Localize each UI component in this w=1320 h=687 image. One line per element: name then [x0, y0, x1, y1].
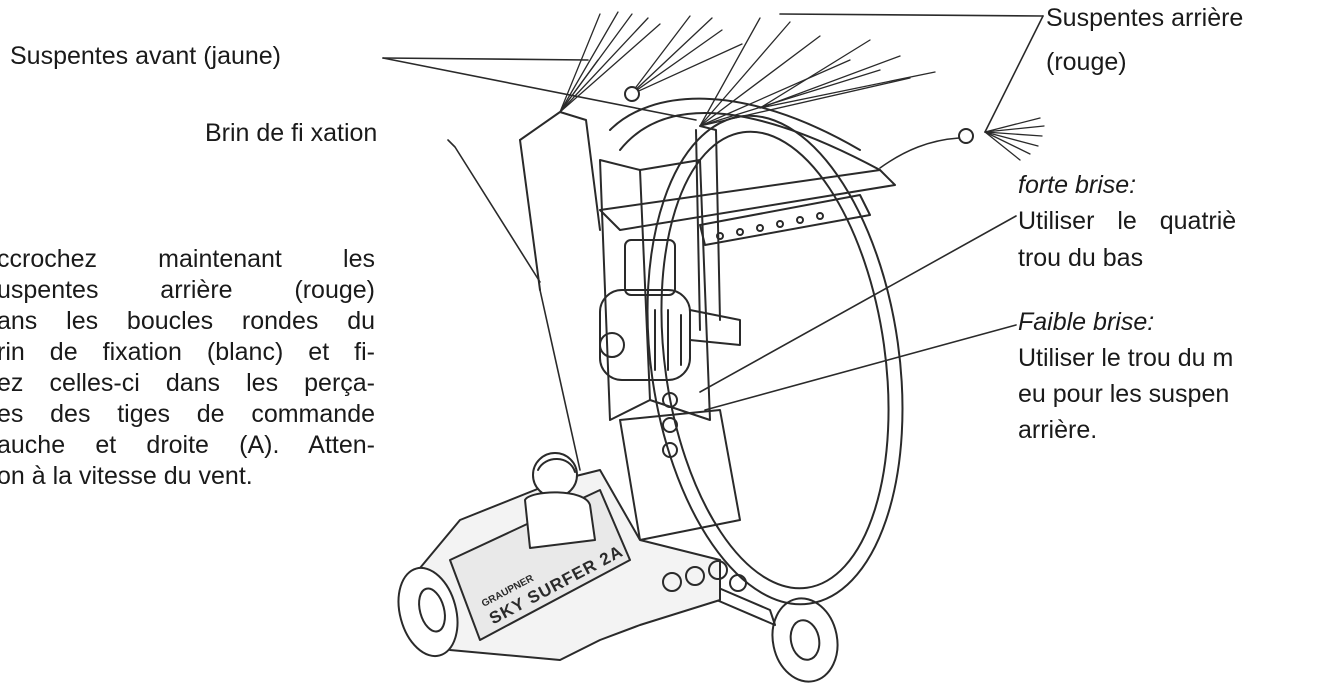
strong-breeze-heading: forte brise:: [1018, 171, 1137, 199]
instruction-line: ez celles-ci dans les perça-: [0, 369, 375, 397]
label-tether: Brin de fi xation: [205, 119, 378, 147]
propeller-guard: [609, 97, 904, 606]
instruction-line: on à la vitesse du vent.: [0, 462, 253, 490]
leader-tether: [447, 139, 541, 283]
rear-line-cord: [879, 137, 960, 169]
instruction-line: ans les boucles rondes du: [0, 307, 375, 335]
label-rear-lines-line1: Suspentes arrière: [1046, 4, 1244, 32]
front-line-ring: [624, 86, 640, 102]
leader-weak-breeze: [704, 324, 1017, 411]
rear-line-ring: [958, 128, 974, 144]
instruction-line: es des tiges de commande: [0, 400, 375, 428]
strong-breeze-line2: trou du bas: [1018, 244, 1144, 272]
instruction-paragraph: ccrochez maintenant les uspentes arrière…: [0, 244, 375, 492]
leader-lines: [382, 13, 1044, 411]
leader-rear-lines-b: [984, 15, 1044, 133]
weak-breeze-line3: arrière.: [1018, 416, 1098, 444]
weak-breeze-heading: Faible brise:: [1018, 308, 1155, 336]
label-rear-lines-line2: (rouge): [1046, 48, 1127, 76]
weak-breeze-line2: eu pour les suspen: [1018, 380, 1230, 408]
suspension-lines: [559, 11, 1045, 161]
rear-axle: [699, 579, 839, 683]
leader-strong-breeze: [699, 215, 1017, 393]
strong-breeze-line1: Utiliser le quatriè: [1018, 207, 1237, 235]
frame: [599, 159, 896, 541]
leader-front-lines-a: [382, 57, 589, 61]
pilot-figure: [524, 452, 596, 549]
instruction-line: ccrochez maintenant les: [0, 245, 375, 273]
front-wheel: [397, 566, 459, 658]
leader-rear-lines-a: [779, 13, 1044, 17]
instruction-line: uspentes arrière (rouge): [0, 276, 375, 304]
instruction-line: rin de fixation (blanc) et fi-: [0, 338, 375, 366]
instruction-line: auche et droite (A). Atten-: [0, 431, 375, 459]
weak-breeze-line1: Utiliser le trou du m: [1018, 344, 1234, 372]
label-front-lines: Suspentes avant (jaune): [10, 42, 282, 70]
leader-front-lines-b: [382, 57, 697, 121]
engine: [599, 239, 741, 458]
